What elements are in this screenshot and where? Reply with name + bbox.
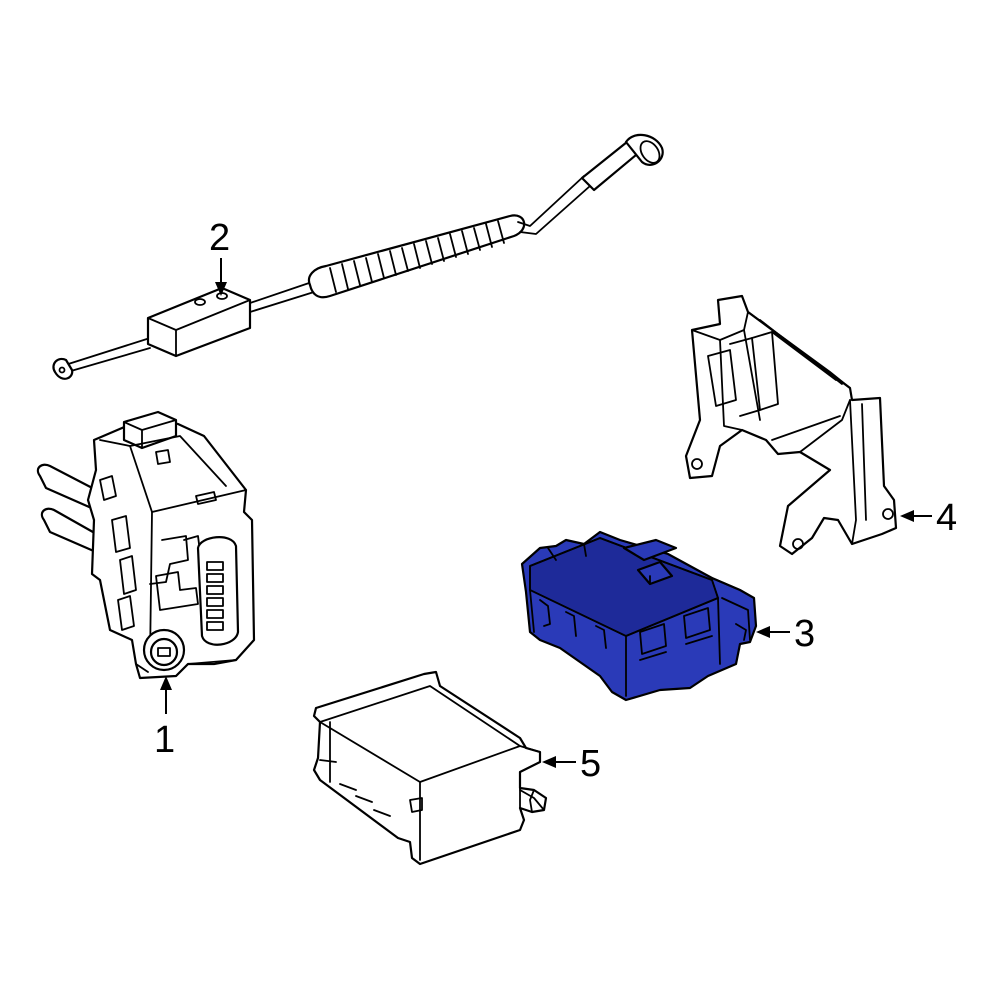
- part-4-bracket[interactable]: [684, 294, 898, 556]
- part-2-cable[interactable]: [52, 133, 664, 380]
- callout-5: 5: [542, 743, 601, 785]
- callout-3-label: 3: [794, 613, 815, 655]
- callout-2-label: 2: [209, 217, 230, 259]
- part-3-control-unit[interactable]: [520, 530, 758, 702]
- callout-3: 3: [756, 613, 815, 655]
- callout-4-label: 4: [936, 497, 957, 539]
- part-5-box-module[interactable]: [312, 670, 548, 866]
- callout-4: 4: [900, 497, 957, 539]
- part-1-module[interactable]: [36, 410, 256, 680]
- callout-1: 1: [154, 676, 175, 761]
- callout-1-label: 1: [154, 719, 175, 761]
- callout-2: 2: [209, 217, 230, 296]
- callout-5-label: 5: [580, 743, 601, 785]
